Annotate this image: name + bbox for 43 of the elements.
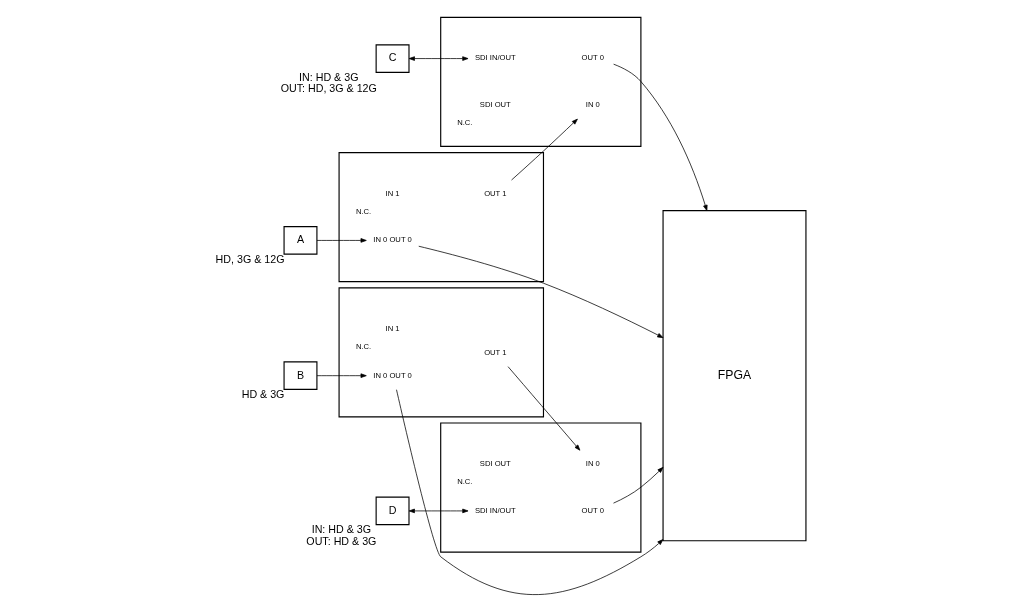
arrow [507,366,580,451]
node-label: N.C. [456,477,472,487]
cluster [338,152,544,283]
node-label: N.C. [355,341,371,351]
node-text: OUT 1 [483,347,506,357]
node-text: IN 0 [585,459,600,469]
node-label: OUT: HD, 3G & 12G [280,82,377,95]
node-label: HD & 3G [241,387,284,400]
cluster [439,422,641,553]
arrow [395,389,663,595]
node-text: OUT 1 [483,188,506,198]
node-text: OUT 0 [581,505,604,515]
node-text: IN 0 [585,100,600,110]
arrow [408,56,468,61]
cluster [439,16,641,147]
arrow [510,118,578,181]
arrow [612,467,663,504]
arrow [417,245,663,338]
node-text: SDI OUT [479,100,511,110]
node-label: HD, 3G & 12G [215,252,285,265]
node-text: IN 1 [385,188,400,198]
node-label: OUT: HD & 3G [305,534,376,547]
node-text: OUT 0 [581,53,604,63]
node-text: SDI IN/OUT [474,53,516,63]
node-text: SDI OUT [479,459,511,469]
node-text: SDI IN/OUT [474,505,516,515]
node-box: B [283,361,317,390]
arrow [408,508,468,514]
node-box: FPGA [662,210,806,542]
node-label: IN: HD & 3G [298,70,358,83]
node-text: IN 0 OUT 0 [372,370,412,380]
cluster [338,287,544,418]
node-text: IN 1 [385,323,400,333]
node-text: IN 0 OUT 0 [372,235,412,245]
node-label: IN: HD & 3G [311,523,371,536]
node-box: C [375,44,410,73]
arrow [612,63,707,211]
arrow [316,373,367,378]
node-label: N.C. [456,118,472,128]
node-label: N.C. [355,206,371,216]
arrow [316,238,367,243]
node-box: D [375,496,410,526]
node-box: A [283,226,317,255]
